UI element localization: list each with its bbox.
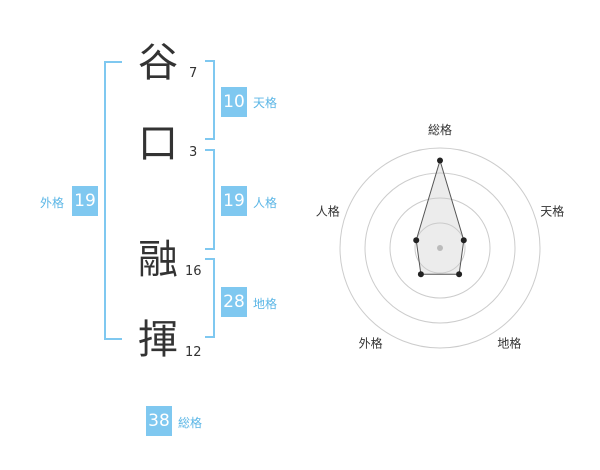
radar-grid-ring <box>339 147 541 349</box>
radar-axis-label: 人格 <box>316 204 340 219</box>
soukaku-label: 総格 <box>178 416 203 430</box>
stroke-count-3: 16 <box>185 264 202 279</box>
radar-point <box>460 237 467 244</box>
name-char-4: 揮 <box>138 317 178 363</box>
radar-point <box>417 271 424 278</box>
stroke-count-4: 12 <box>185 345 202 360</box>
radar-axis-label: 地格 <box>497 335 521 350</box>
radar-grid-ring <box>389 197 491 299</box>
radar-axis-label: 外格 <box>359 335 383 350</box>
radar-point <box>456 271 463 278</box>
stroke-count-1: 7 <box>189 66 198 81</box>
name-char-2: 口 <box>138 121 178 167</box>
jinkaku-value: 19 <box>221 186 247 216</box>
jinkaku-bracket <box>205 149 215 250</box>
tenkaku-label: 天格 <box>253 96 278 110</box>
radar-point <box>437 157 443 164</box>
gaikaku-label: 外格 <box>40 196 65 210</box>
chikaku-value: 28 <box>221 287 247 317</box>
radar-series-polygon <box>415 158 465 275</box>
soukaku-value: 38 <box>146 406 172 436</box>
radar-axis-label: 総格 <box>428 122 452 137</box>
radar-grid-ring <box>364 172 516 324</box>
tenkaku-bracket <box>205 60 215 140</box>
gaikaku-bracket <box>104 61 122 340</box>
name-char-1: 谷 <box>138 40 178 86</box>
radar-point <box>413 237 420 244</box>
chikaku-label: 地格 <box>253 297 278 311</box>
tenkaku-value: 10 <box>221 87 247 117</box>
jinkaku-label: 人格 <box>253 196 278 210</box>
chikaku-bracket <box>205 258 215 338</box>
stroke-count-2: 3 <box>189 145 198 160</box>
radar-center-dot <box>437 245 443 251</box>
radar-grid-ring <box>414 222 466 274</box>
name-char-3: 融 <box>138 237 178 283</box>
gaikaku-value: 19 <box>72 186 98 216</box>
radar-axis-label: 天格 <box>540 204 564 219</box>
